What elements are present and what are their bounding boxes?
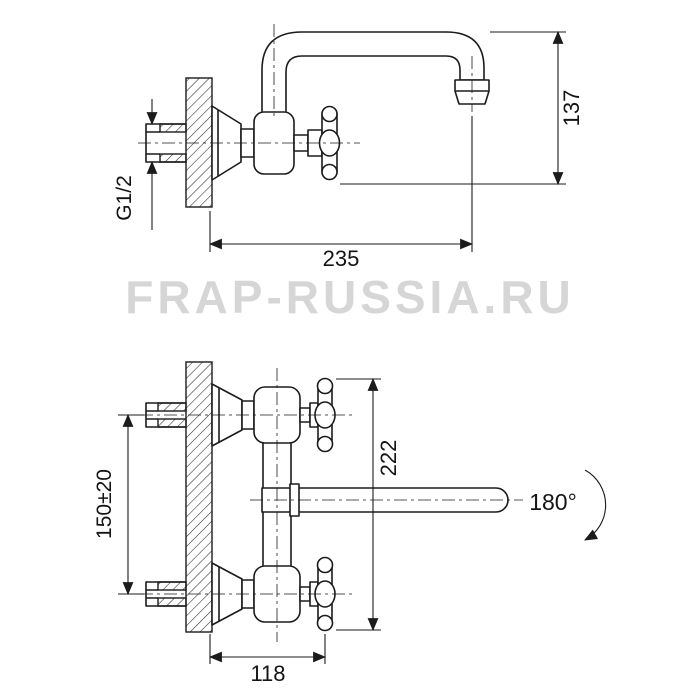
wall-plate [185, 361, 213, 633]
handle-ball-bottom [321, 163, 338, 181]
dimension-height-137: 137 [340, 30, 584, 186]
watermark-text: FRAP-RUSSIA.RU [125, 271, 575, 323]
bottom-view: 150±20 [93, 361, 607, 686]
handle-ball-top [321, 105, 338, 123]
escutcheon [211, 105, 242, 181]
dim-222-label: 222 [376, 440, 401, 477]
rotation-arc-arrow [584, 469, 607, 541]
dim-235-label: 235 [323, 246, 360, 271]
dim-118-label: 118 [250, 661, 285, 686]
swivel-angle-label: 180° [529, 489, 577, 515]
pipe-bore-lines [146, 131, 160, 155]
dimension-reach-235: 235 [208, 116, 474, 271]
dim-137-label: 137 [559, 90, 584, 127]
pipe-wall-section [157, 402, 187, 412]
pipe-wall-section [157, 418, 187, 428]
pipe-wall-section-top [159, 123, 187, 133]
dimension-height-222: 222 [336, 377, 401, 632]
thread-label: G1/2 [113, 175, 136, 221]
dimension-depth-118: 118 [208, 634, 327, 686]
wall-plate [185, 77, 213, 208]
pipe-wall-section [157, 581, 187, 591]
pipe-bore-lines [146, 589, 158, 599]
dimension-thread: G1/2 [113, 99, 158, 230]
handle-ball-top [316, 377, 334, 395]
pipe-wall-section [157, 597, 187, 607]
handle-ball-top [316, 556, 334, 574]
spout-tube [261, 31, 485, 116]
pipe-bore-lines [146, 410, 158, 420]
handle-ball-bottom [316, 614, 334, 632]
dim-150-label: 150±20 [93, 469, 116, 539]
swivel-angle-annotation: 180° [529, 469, 607, 541]
pipe-wall-section-bottom [159, 153, 187, 163]
top-view: G1/2 137 [113, 24, 584, 271]
dimension-spacing-150: 150±20 [93, 413, 144, 596]
swivel-spout [261, 487, 509, 513]
inlet-pipe-lower [145, 581, 187, 607]
handle-ball-bottom [316, 435, 334, 453]
